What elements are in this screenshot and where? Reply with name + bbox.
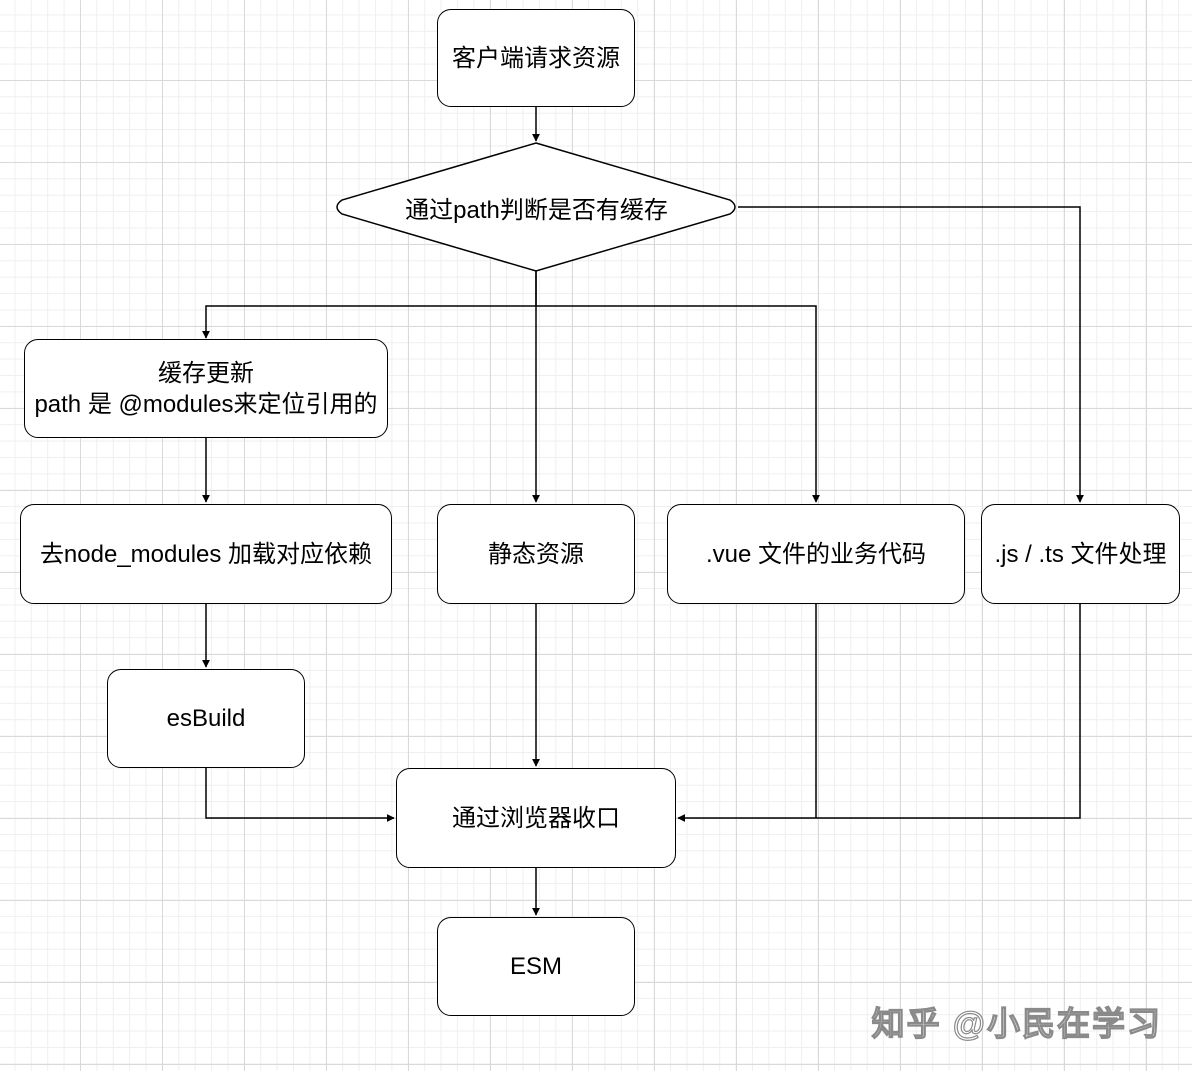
- esbuild-label: esBuild: [166, 705, 246, 732]
- cache-update-node[interactable]: 缓存更新 path 是 @modules来定位引用的: [24, 339, 388, 438]
- arrow-decision-to-vue: [536, 305, 820, 503]
- arrow-esbuild-to-browser: [205, 768, 395, 822]
- static-resources-node[interactable]: 静态资源: [437, 504, 635, 604]
- esm-node[interactable]: ESM: [437, 917, 635, 1016]
- arrow-decision-to-cache-update: [202, 271, 537, 339]
- browser-label: 通过浏览器收口: [452, 804, 620, 832]
- vue-file-node[interactable]: .vue 文件的业务代码: [667, 504, 965, 604]
- vue-file-label: .vue 文件的业务代码: [705, 540, 927, 568]
- request-label: 客户端请求资源: [452, 44, 620, 72]
- node-modules-node[interactable]: 去node_modules 加载对应依赖: [20, 504, 392, 604]
- static-resources-label: 静态资源: [488, 540, 584, 568]
- cache-update-label-line1: 缓存更新: [158, 359, 254, 387]
- arrow-jsts-to-browser: [677, 604, 1081, 822]
- esm-label: ESM: [509, 953, 562, 980]
- esbuild-node[interactable]: esBuild: [107, 669, 305, 768]
- request-node[interactable]: 客户端请求资源: [437, 9, 635, 107]
- watermark: 知乎 @小民在学习: [871, 1004, 1162, 1042]
- arrow-decision-to-jsts: [738, 206, 1084, 503]
- node-modules-label: 去node_modules 加载对应依赖: [39, 540, 373, 568]
- cache-update-label-line2: path 是 @modules来定位引用的: [34, 390, 378, 418]
- browser-node[interactable]: 通过浏览器收口: [396, 768, 676, 868]
- decision-label: 通过path判断是否有缓存: [405, 197, 668, 224]
- jsts-file-node[interactable]: .js / .ts 文件处理: [981, 504, 1180, 604]
- jsts-file-label: .js / .ts 文件处理: [994, 540, 1167, 568]
